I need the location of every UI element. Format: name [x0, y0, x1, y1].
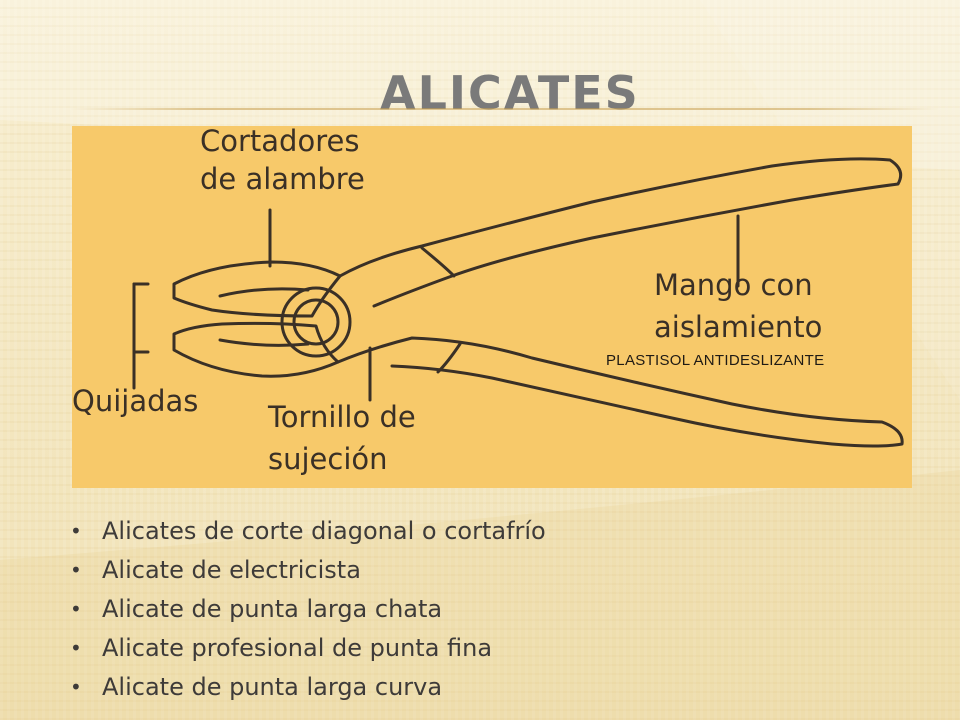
upper-handle — [338, 157, 903, 308]
bullet-dot-icon: • — [70, 558, 82, 582]
lower-jaw — [172, 321, 340, 378]
label-wire-cutters-line1: Cortadores — [200, 126, 360, 158]
list-item-text: Alicate de punta larga chata — [102, 595, 443, 623]
label-handle-line2: aislamiento — [654, 310, 823, 344]
list-item: • Alicates de corte diagonal o cortafrío — [66, 512, 546, 551]
list-item: • Alicate de punta larga chata — [66, 590, 546, 629]
slide-title: ALICATES — [380, 66, 640, 120]
pivot-inner — [292, 298, 340, 346]
list-item: • Alicate de punta larga curva — [66, 668, 546, 707]
bullet-dot-icon: • — [70, 675, 82, 699]
list-item: • Alicate profesional de punta fina — [66, 629, 546, 668]
label-handle-line1: Mango con — [654, 268, 813, 302]
upper-jaw — [172, 260, 342, 318]
lower-jaw-edge — [218, 338, 310, 347]
upper-jaw-edge — [218, 287, 310, 298]
pliers-types-list: •Alicates de corte diagonal o cortafrío … — [66, 512, 546, 707]
label-pivot-line2: sujeción — [268, 442, 388, 476]
pivot-outer — [280, 286, 352, 358]
bullet-dot-icon: • — [70, 597, 82, 621]
list-item: • Alicate de electricista — [66, 551, 546, 590]
bullet-dot-icon: • — [70, 636, 82, 660]
list-item-text: Alicate profesional de punta fina — [102, 634, 493, 662]
upper-handle-grip-start — [420, 246, 456, 278]
bullet-dot-icon: • — [70, 519, 82, 543]
lower-handle — [336, 336, 904, 448]
overlay-plastisol-text: PLASTISOL ANTIDESLIZANTE — [606, 352, 825, 369]
label-jaws: Quijadas — [72, 384, 199, 418]
list-item-text: Alicate de electricista — [102, 556, 361, 584]
label-pivot-line1: Tornillo de — [268, 400, 416, 434]
lower-handle-grip-start — [436, 342, 462, 374]
list-item-text: Alicates de corte diagonal o cortafrío — [102, 517, 546, 545]
list-item-text: Alicate de punta larga curva — [102, 673, 443, 701]
label-wire-cutters-line2: de alambre — [200, 162, 365, 196]
pliers-drawing — [132, 157, 904, 448]
title-divider — [70, 108, 940, 110]
pliers-diagram: Cortadores de alambre Mango con aislamie… — [72, 126, 912, 488]
